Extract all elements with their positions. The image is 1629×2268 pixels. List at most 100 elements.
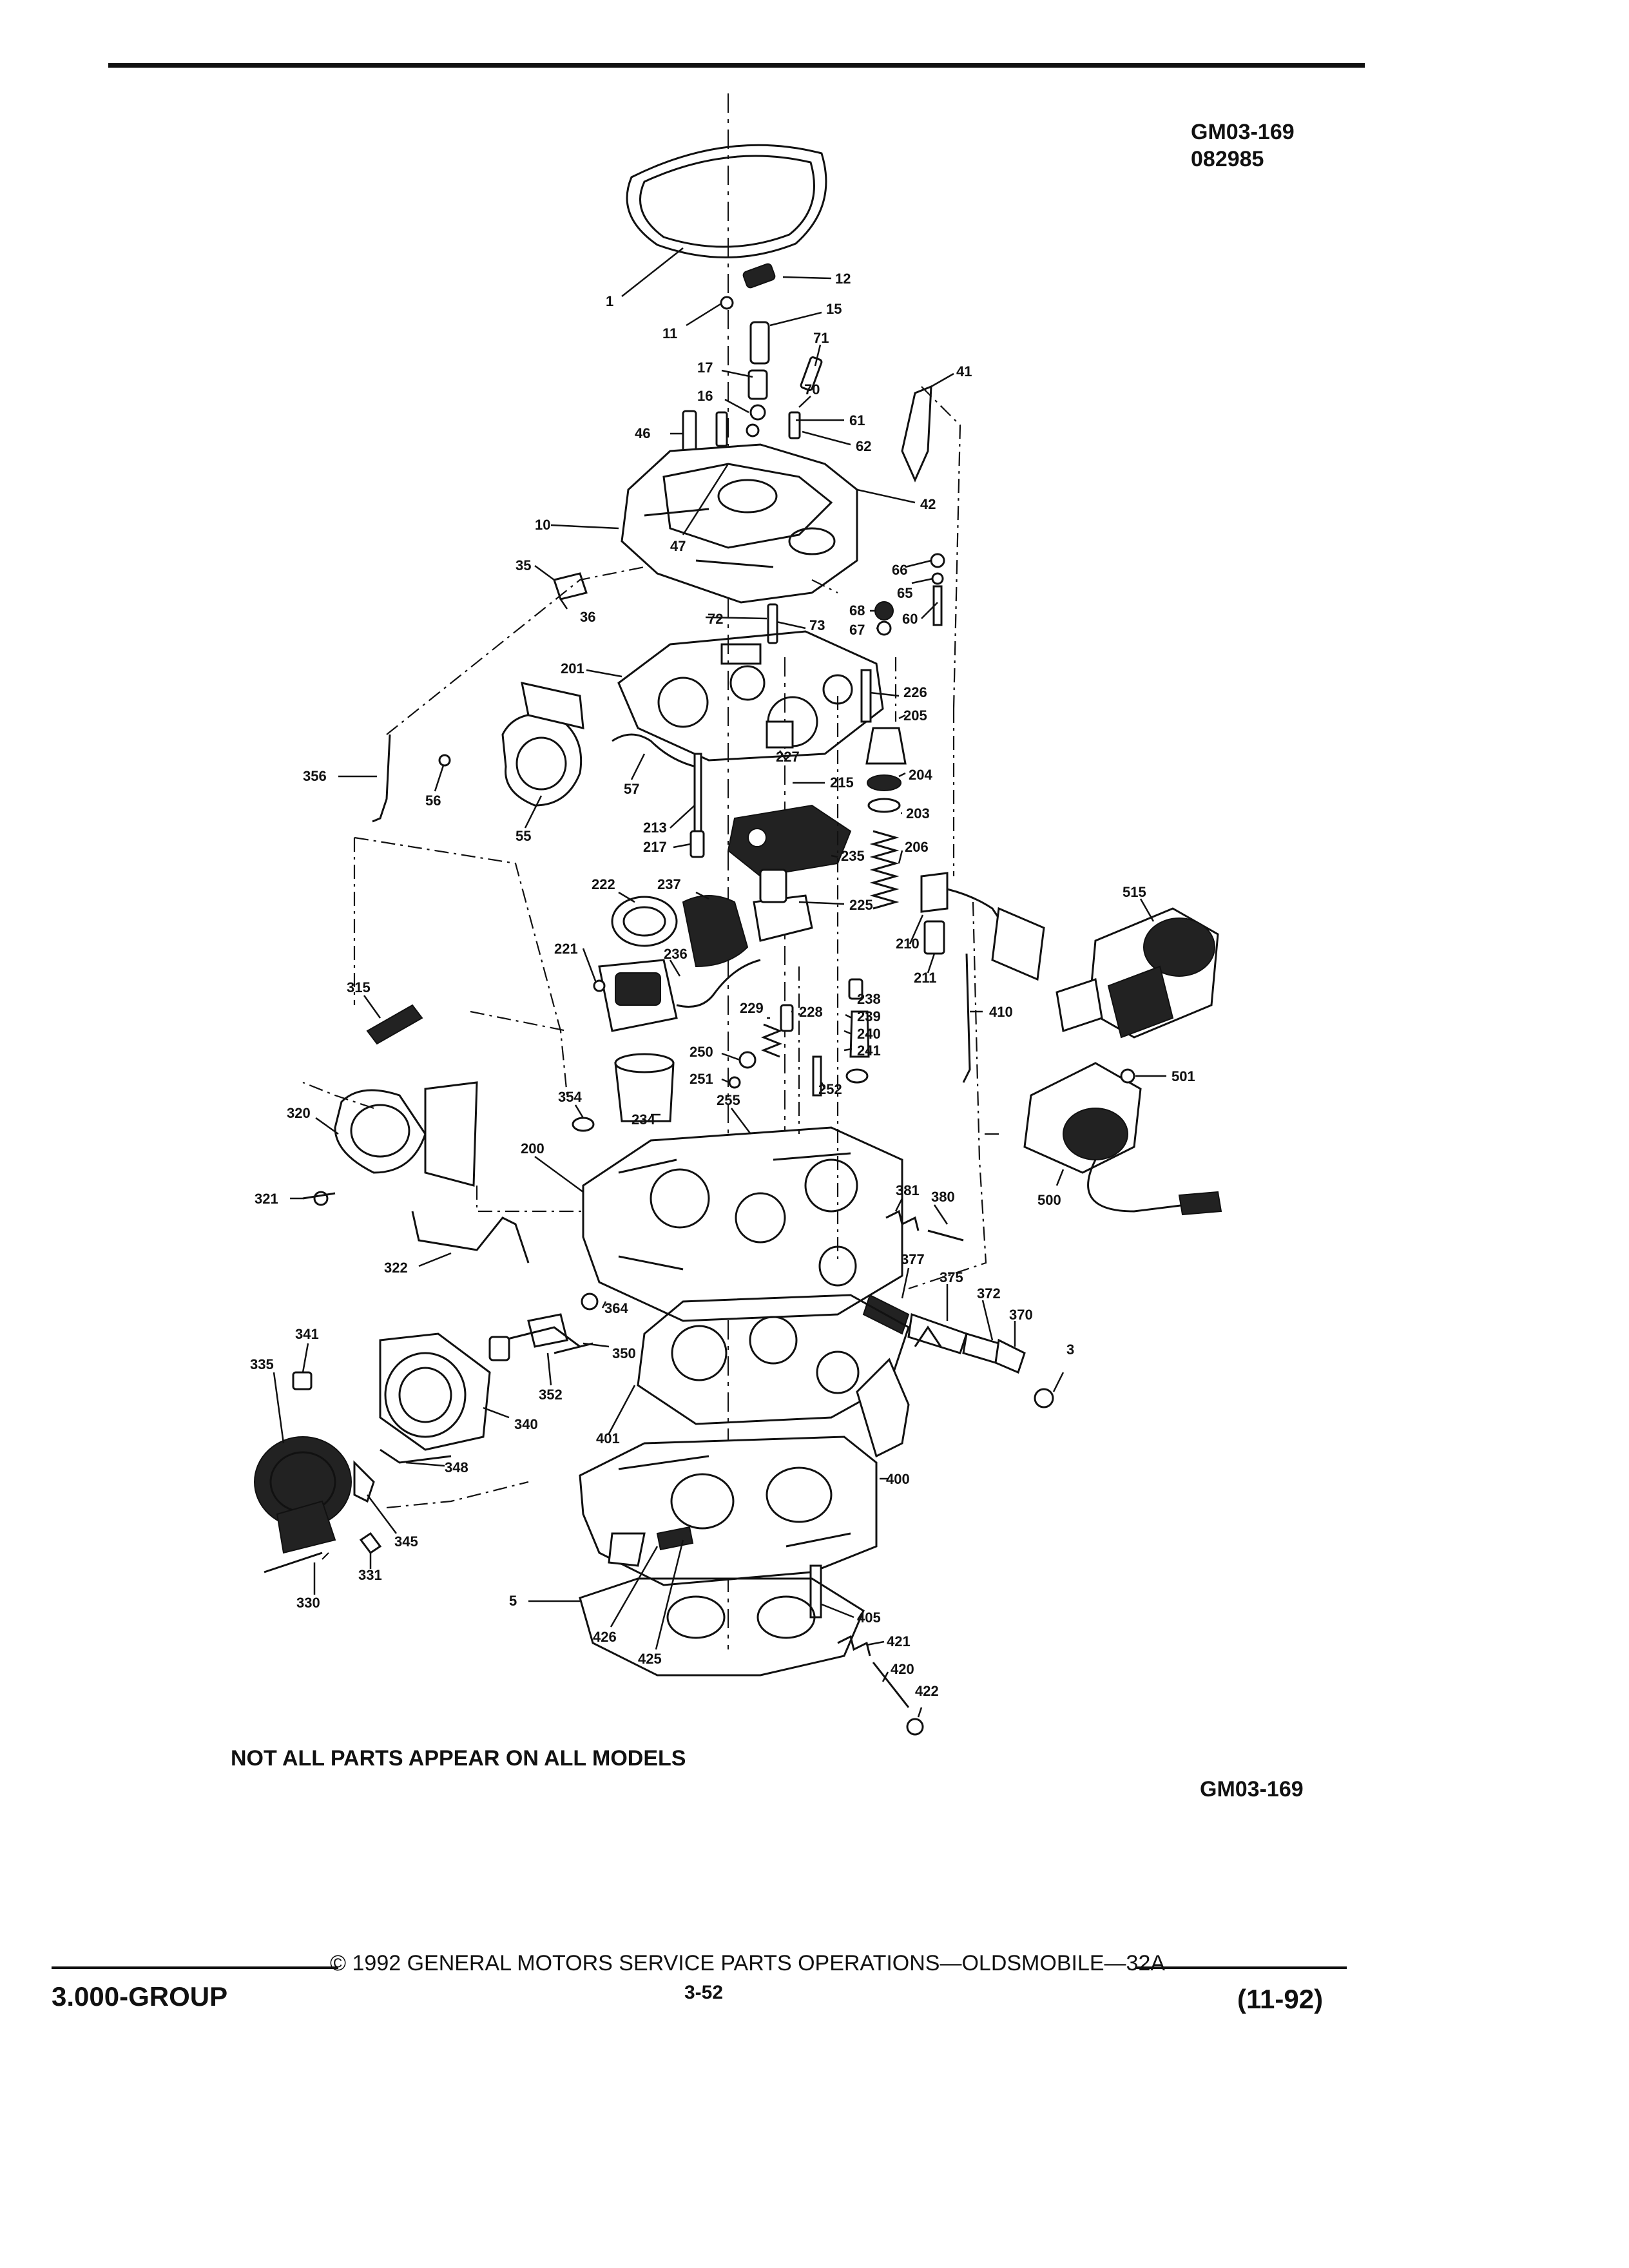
part-callout: 320 bbox=[287, 1105, 311, 1121]
part-callout: 12 bbox=[835, 271, 851, 287]
part-callout: 410 bbox=[989, 1004, 1013, 1020]
part-callout: 226 bbox=[903, 684, 927, 700]
part-callout: 227 bbox=[776, 749, 800, 765]
part-callout: 375 bbox=[940, 1269, 963, 1285]
part-callout: 381 bbox=[896, 1182, 920, 1198]
part-callout: 46 bbox=[635, 425, 650, 441]
part-callout: 204 bbox=[909, 767, 932, 783]
part-callout: 70 bbox=[804, 381, 820, 398]
part-callout: 330 bbox=[296, 1595, 320, 1611]
part-callout: 225 bbox=[849, 897, 873, 913]
part-callout: 71 bbox=[813, 330, 829, 346]
part-callout: 377 bbox=[901, 1251, 925, 1267]
part-callout: 36 bbox=[580, 609, 595, 625]
part-callout: 422 bbox=[915, 1683, 939, 1699]
part-callout: 15 bbox=[826, 301, 842, 317]
part-callout: 321 bbox=[255, 1191, 278, 1207]
part-callout: 1 bbox=[606, 293, 613, 309]
part-callout: 241 bbox=[857, 1043, 881, 1059]
part-callout: 210 bbox=[896, 936, 920, 952]
part-callout: 236 bbox=[664, 946, 688, 962]
part-callout: 3 bbox=[1066, 1341, 1074, 1358]
part-callout: 354 bbox=[558, 1089, 582, 1105]
page-number: 3-52 bbox=[684, 1982, 724, 2003]
part-callout: 515 bbox=[1123, 884, 1146, 900]
part-callout: 237 bbox=[657, 876, 681, 892]
part-callout: 213 bbox=[643, 820, 667, 836]
part-callout: 55 bbox=[516, 828, 531, 844]
part-callout: 356 bbox=[303, 768, 327, 784]
revision-date: (11-92) bbox=[1237, 1984, 1324, 2014]
part-callout: 201 bbox=[561, 660, 584, 677]
part-callout: 348 bbox=[445, 1459, 468, 1475]
part-callout: 341 bbox=[295, 1326, 319, 1342]
part-callout: 73 bbox=[809, 617, 825, 633]
part-callout: 380 bbox=[931, 1189, 955, 1205]
part-callout: 41 bbox=[956, 363, 972, 380]
part-callout: 5 bbox=[509, 1593, 517, 1609]
part-callout: 340 bbox=[514, 1416, 538, 1432]
part-callout: 61 bbox=[849, 412, 865, 428]
part-callout: 315 bbox=[347, 979, 371, 995]
figure-code: GM03-169 bbox=[1200, 1777, 1304, 1802]
part-callout: 215 bbox=[830, 774, 854, 791]
footer-rule-left bbox=[52, 1966, 338, 1969]
part-callout: 501 bbox=[1171, 1068, 1195, 1084]
part-callout: 345 bbox=[394, 1533, 418, 1550]
part-callout: 60 bbox=[902, 611, 918, 627]
part-callout: 17 bbox=[697, 360, 713, 376]
part-callout: 364 bbox=[604, 1300, 628, 1316]
models-note: NOT ALL PARTS APPEAR ON ALL MODELS bbox=[231, 1746, 686, 1771]
part-callout: 205 bbox=[903, 707, 927, 724]
diagram-date-code: 082985 bbox=[1191, 147, 1264, 171]
group-label: 3.000-GROUP bbox=[52, 1981, 228, 2012]
leader-lines bbox=[273, 247, 1166, 1718]
part-callout: 222 bbox=[592, 876, 615, 892]
part-callout: 211 bbox=[914, 970, 937, 986]
part-callout: 252 bbox=[818, 1081, 842, 1097]
part-callout: 16 bbox=[697, 388, 713, 404]
part-callout: 372 bbox=[977, 1285, 1001, 1302]
part-callout: 234 bbox=[631, 1111, 655, 1128]
part-callout: 11 bbox=[662, 325, 677, 341]
part-callout: 240 bbox=[857, 1026, 881, 1042]
part-callout: 322 bbox=[384, 1260, 408, 1276]
part-callout: 426 bbox=[593, 1629, 617, 1645]
diagram-code: GM03-169 bbox=[1191, 120, 1295, 144]
part-callout: 352 bbox=[539, 1387, 563, 1403]
part-callout: 35 bbox=[516, 557, 531, 573]
part-callout: 62 bbox=[856, 438, 871, 454]
part-callout: 251 bbox=[689, 1071, 713, 1087]
part-callout: 221 bbox=[554, 941, 578, 957]
part-callout: 350 bbox=[612, 1345, 636, 1361]
part-callout: 200 bbox=[521, 1140, 545, 1157]
part-callout: 56 bbox=[425, 793, 441, 809]
part-callout: 217 bbox=[643, 839, 667, 855]
footer-rule-right bbox=[1135, 1966, 1347, 1969]
part-callout: 42 bbox=[920, 496, 936, 512]
diagram-artwork bbox=[254, 93, 1222, 1736]
part-callout: 65 bbox=[897, 585, 912, 601]
part-callout: 400 bbox=[886, 1471, 910, 1487]
part-callout: 405 bbox=[857, 1610, 881, 1626]
part-callout: 68 bbox=[849, 602, 865, 619]
part-callout: 331 bbox=[358, 1567, 382, 1583]
part-callout: 72 bbox=[708, 611, 723, 627]
copyright-text: © 1992 GENERAL MOTORS SERVICE PARTS OPER… bbox=[330, 1951, 1166, 1975]
part-callout: 47 bbox=[670, 538, 686, 554]
part-callout: 255 bbox=[717, 1092, 740, 1108]
part-callout: 67 bbox=[849, 622, 865, 638]
part-callout: 250 bbox=[689, 1044, 713, 1060]
part-callout: 203 bbox=[906, 805, 930, 822]
part-callout: 335 bbox=[250, 1356, 274, 1372]
part-callout: 370 bbox=[1009, 1307, 1033, 1323]
part-callout: 401 bbox=[596, 1430, 620, 1446]
part-callout: 10 bbox=[535, 517, 550, 533]
part-callouts: 1 12 11 15 71 17 16 70 41 46 61 62 42 10… bbox=[250, 271, 1195, 1699]
part-callout: 239 bbox=[857, 1008, 881, 1024]
part-callout: 421 bbox=[887, 1633, 911, 1649]
part-callout: 206 bbox=[905, 839, 929, 855]
part-callout: 57 bbox=[624, 781, 639, 797]
part-callout: 238 bbox=[857, 991, 881, 1007]
